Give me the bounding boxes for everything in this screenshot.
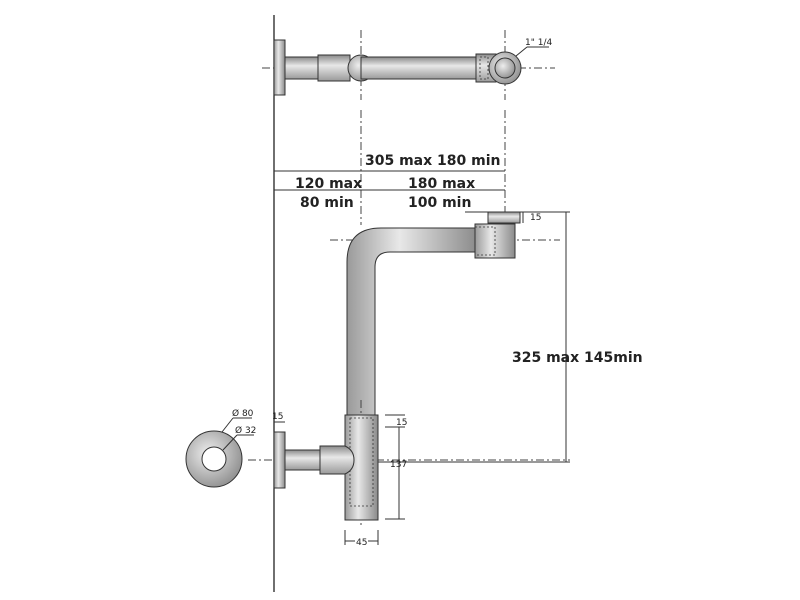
side-view: 15 325 max 145min 15 15 137 45 <box>248 211 643 548</box>
thread-leader <box>515 46 528 57</box>
flange-width-label: 15 <box>272 412 283 422</box>
trap-height-label: 137 <box>390 460 407 470</box>
rosette-hole <box>201 446 227 472</box>
rosette-outer-diameter-label: Ø 80 <box>232 408 254 419</box>
trap-wall-flange <box>273 431 286 489</box>
wall-max-label: 120 max <box>295 176 362 192</box>
trap-top-label: 15 <box>396 418 407 428</box>
arm-pipe <box>360 56 480 80</box>
outlet-bore <box>494 57 516 79</box>
l-shaped-pipe <box>346 227 479 421</box>
horizontal-dimensions: 305 max 180 min 120 max 80 min 180 max 1… <box>274 110 506 225</box>
trap-nut <box>319 445 355 475</box>
wall-flange <box>273 39 286 96</box>
rosette-front-view: Ø 80 Ø 32 <box>185 408 256 488</box>
height-range-label: 325 max 145min <box>512 350 643 366</box>
cap-height-label: 15 <box>530 213 541 223</box>
arm-min-label: 100 min <box>408 195 471 211</box>
outlet-cap <box>487 211 521 224</box>
coupling <box>317 54 351 82</box>
thread-size-label: 1" 1/4 <box>525 38 552 48</box>
total-reach-label: 305 max 180 min <box>365 153 501 169</box>
inner-diameter-leader <box>222 434 238 451</box>
rosette-inner-diameter-label: Ø 32 <box>235 425 256 436</box>
wall-pipe <box>284 56 321 80</box>
side-outlet-hidden-edge <box>474 226 496 256</box>
outer-diameter-leader <box>221 417 234 433</box>
trap-width-label: 45 <box>356 538 367 548</box>
trap-wall-pipe <box>284 449 321 471</box>
connector-hidden-edge <box>479 56 489 80</box>
top-view: 1" 1/4 <box>262 30 555 100</box>
wall-min-label: 80 min <box>300 195 354 211</box>
arm-max-label: 180 max <box>408 176 475 192</box>
